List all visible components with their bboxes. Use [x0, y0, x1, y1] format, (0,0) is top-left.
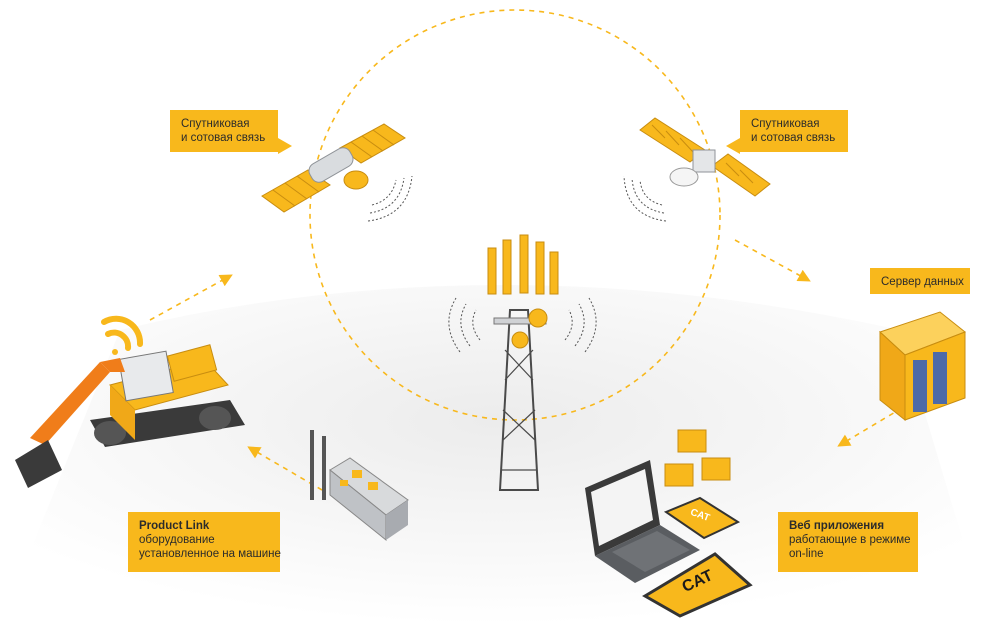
server-rack-icon — [879, 311, 966, 422]
circuit-board-icon — [310, 430, 409, 542]
satellite-icon — [261, 123, 406, 213]
tower-signal-waves — [448, 297, 597, 353]
callout-line: установленное на машине — [139, 548, 281, 560]
callout-line: Сервер данных — [881, 276, 964, 288]
tablet-icon — [642, 552, 753, 618]
satellite-icon — [639, 117, 771, 197]
callout-satellite-right: Спутниковая и сотовая связь — [726, 110, 848, 154]
callout-line: работающие в режиме — [789, 534, 911, 546]
callout-line: Спутниковая — [181, 118, 250, 130]
arrow-satellite-to-server — [734, 239, 811, 282]
laptop-icon — [585, 460, 700, 583]
callout-line: Спутниковая — [751, 118, 820, 130]
wifi-icon — [101, 315, 144, 355]
excavator-icon — [15, 344, 245, 488]
callout-web-apps: Веб приложения работающие в режиме on-li… — [778, 512, 918, 572]
signal-waves-left — [367, 175, 413, 222]
callout-title: Product Link — [139, 520, 210, 532]
callout-satellite-left: Спутниковая и сотовая связь — [170, 110, 292, 154]
coverage-circle — [309, 9, 721, 421]
callout-title: Веб приложения — [789, 520, 885, 532]
callout-product-link: Product Link оборудование установленное … — [128, 512, 281, 572]
ground-shadow — [0, 285, 988, 625]
callout-server: Сервер данных — [870, 268, 970, 294]
arrow-server-to-web — [837, 407, 903, 447]
cell-tower-icon — [487, 234, 559, 491]
callout-line: и сотовая связь — [751, 132, 836, 144]
callout-line: on-line — [789, 548, 824, 560]
signal-waves-right — [623, 175, 667, 222]
callout-line: и сотовая связь — [181, 132, 266, 144]
callout-tail — [278, 138, 292, 154]
phone-icon — [663, 496, 741, 540]
callout-tail — [726, 138, 740, 154]
folder-icon — [664, 429, 731, 487]
callout-line: оборудование — [139, 534, 215, 546]
